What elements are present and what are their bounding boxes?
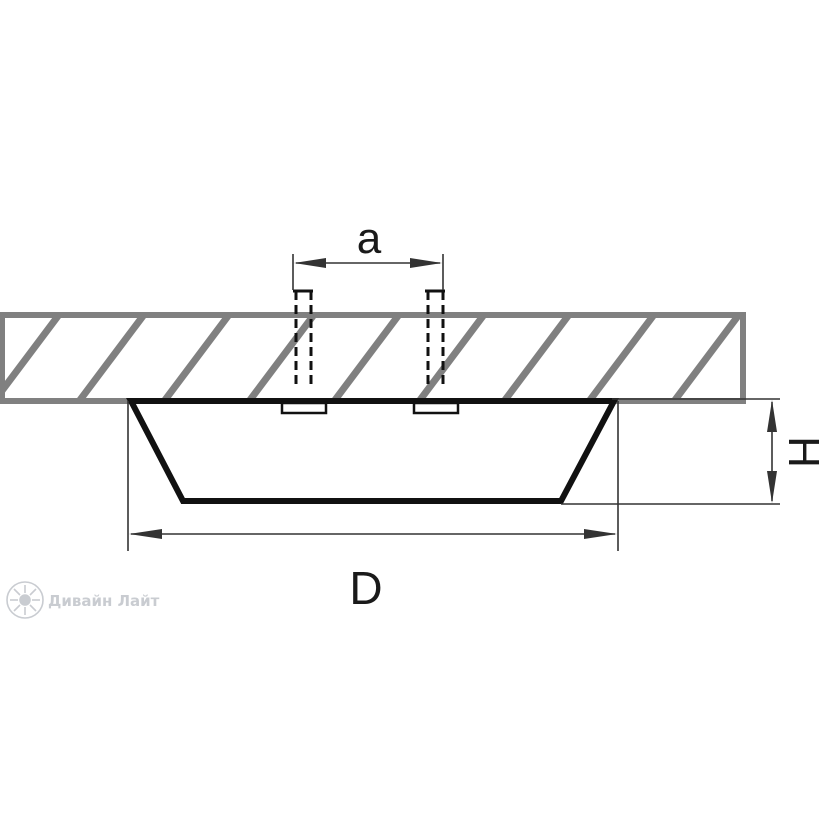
fixture-body (126, 398, 619, 504)
mounting-screws (293, 289, 445, 386)
mounting-bracket-right (412, 401, 460, 415)
label-a: a (357, 214, 382, 263)
screw-left (293, 289, 313, 386)
ceiling-hatch (2, 315, 743, 401)
watermark: Дивайн Лайт (6, 581, 160, 619)
dimension-a (292, 254, 444, 290)
screw-right (425, 289, 445, 386)
label-h: H (779, 436, 828, 468)
watermark-text: Дивайн Лайт (48, 592, 160, 610)
mounting-bracket-left (280, 401, 328, 415)
sun-logo-icon (6, 581, 44, 619)
dimension-d (127, 401, 619, 551)
label-d: D (349, 562, 382, 614)
lamp-fixture (126, 398, 619, 504)
dimension-h (561, 398, 780, 505)
